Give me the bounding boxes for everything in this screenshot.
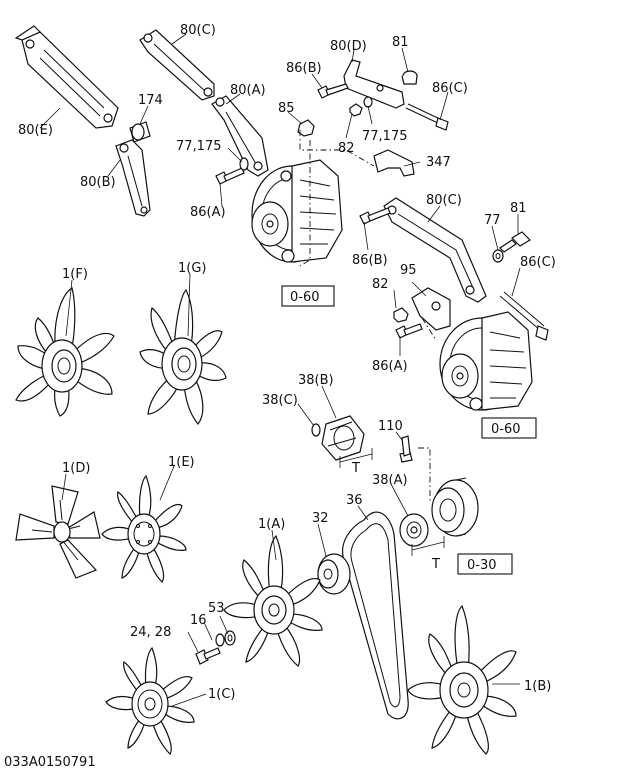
fan-1g [139, 288, 227, 425]
label-86c-mid: 86(C) [520, 255, 556, 270]
bracket-80c-mid [383, 197, 487, 303]
bracket-80e [14, 25, 119, 129]
bolt-81-top [401, 70, 418, 85]
pulley [431, 477, 479, 537]
label-1a: 1(A) [258, 517, 285, 532]
label-85: 85 [278, 101, 295, 116]
fan-1a [223, 534, 323, 667]
fan-1b [407, 604, 517, 755]
fan-1c [105, 646, 195, 755]
ref-box-060-b-label: 0-60 [491, 422, 521, 437]
leader-lines [39, 33, 521, 707]
label-38c: 38(C) [262, 393, 298, 408]
label-80b: 80(B) [80, 175, 116, 190]
label-80e: 80(E) [18, 123, 53, 138]
label-77-mid: 77 [484, 213, 501, 228]
dimension-t1 [339, 448, 373, 468]
label-38a: 38(A) [372, 473, 408, 488]
dimension-t2 [411, 536, 445, 556]
label-1e: 1(E) [168, 455, 195, 470]
bolt-86b-top [317, 83, 349, 99]
bolt-86c-top [405, 103, 449, 131]
nut-82-top [349, 103, 363, 117]
label-53: 53 [208, 601, 225, 616]
label-16: 16 [190, 613, 207, 628]
label-1g: 1(G) [178, 261, 207, 276]
bracket-347 [373, 149, 415, 177]
label-174: 174 [138, 93, 163, 108]
ref-box-030 [457, 553, 513, 575]
washer-77-175-right [363, 96, 373, 108]
spacer-38a [399, 513, 429, 547]
label-95: 95 [400, 263, 417, 278]
alignment-line-4 [421, 317, 437, 341]
label-32: 32 [312, 511, 329, 526]
label-80a: 80(A) [230, 83, 266, 98]
bolt-86a-top [215, 167, 245, 185]
label-24-28: 24, 28 [130, 625, 171, 640]
label-347: 347 [426, 155, 451, 170]
fan-1e [101, 474, 187, 583]
label-86a-top: 86(A) [190, 205, 226, 220]
label-86a-mid: 86(A) [372, 359, 408, 374]
spacer-174 [129, 121, 151, 143]
ref-box-060-b [481, 417, 537, 439]
label-38b: 38(B) [298, 373, 334, 388]
bolt-86a-mid [395, 323, 423, 339]
ref-box-060-a-label: 0-60 [290, 290, 320, 305]
bracket-80d [343, 59, 405, 109]
label-1d: 1(D) [62, 461, 90, 476]
label-36: 36 [346, 493, 363, 508]
label-86b-top: 86(B) [286, 61, 322, 76]
washer-77-mid [492, 249, 504, 263]
label-81-mid: 81 [510, 201, 527, 216]
label-80c-top: 80(C) [180, 23, 216, 38]
fan-1d [15, 485, 101, 579]
label-82-top: 82 [338, 141, 355, 156]
label-110: 110 [378, 419, 403, 434]
bolt-81-mid [499, 231, 531, 253]
label-81-top: 81 [392, 35, 409, 50]
label-77-175-right: 77,175 [362, 129, 408, 144]
washer-53 [224, 630, 236, 646]
bolt-110 [399, 435, 413, 463]
bolt-24-28 [195, 647, 221, 665]
coupling-38b [321, 415, 365, 461]
label-1b: 1(B) [524, 679, 551, 694]
v-belt-36 [342, 511, 409, 720]
ref-box-060-a [281, 285, 335, 307]
spacer-32 [317, 553, 351, 595]
bracket-80b [115, 139, 151, 217]
label-t2: T [431, 557, 440, 572]
label-77-175-left: 77,175 [176, 139, 222, 154]
alternator-lower [439, 311, 533, 411]
ring-38c [311, 423, 321, 437]
washer-77-175-left [239, 157, 249, 171]
diagram-id: 033A0150791 [4, 755, 96, 770]
label-82-mid: 82 [372, 277, 389, 292]
label-1c: 1(C) [208, 687, 236, 702]
label-1f: 1(F) [62, 267, 88, 282]
label-t1: T [351, 461, 360, 476]
label-86c-top: 86(C) [432, 81, 468, 96]
nut-82-mid [393, 307, 409, 323]
alternator-upper [251, 159, 343, 263]
bracket-80a [211, 95, 269, 177]
bracket-80c-top [139, 29, 215, 101]
part-labels: 80(C) 80(D) 81 86(B) 86(C) 80(A) 174 85 … [18, 23, 556, 702]
label-86b-mid: 86(B) [352, 253, 388, 268]
alignment-line-1 [299, 130, 375, 167]
reference-boxes: 0-60 0-60 0-30 [281, 285, 537, 575]
washer-16 [215, 633, 225, 647]
bolt-86c-mid [499, 291, 549, 341]
bracket-95 [411, 287, 451, 331]
ref-box-030-label: 0-30 [467, 558, 497, 573]
fan-1f [15, 287, 115, 417]
bolt-86b-mid [359, 207, 391, 225]
label-80d: 80(D) [330, 39, 367, 54]
label-80c-mid: 80(C) [426, 193, 462, 208]
